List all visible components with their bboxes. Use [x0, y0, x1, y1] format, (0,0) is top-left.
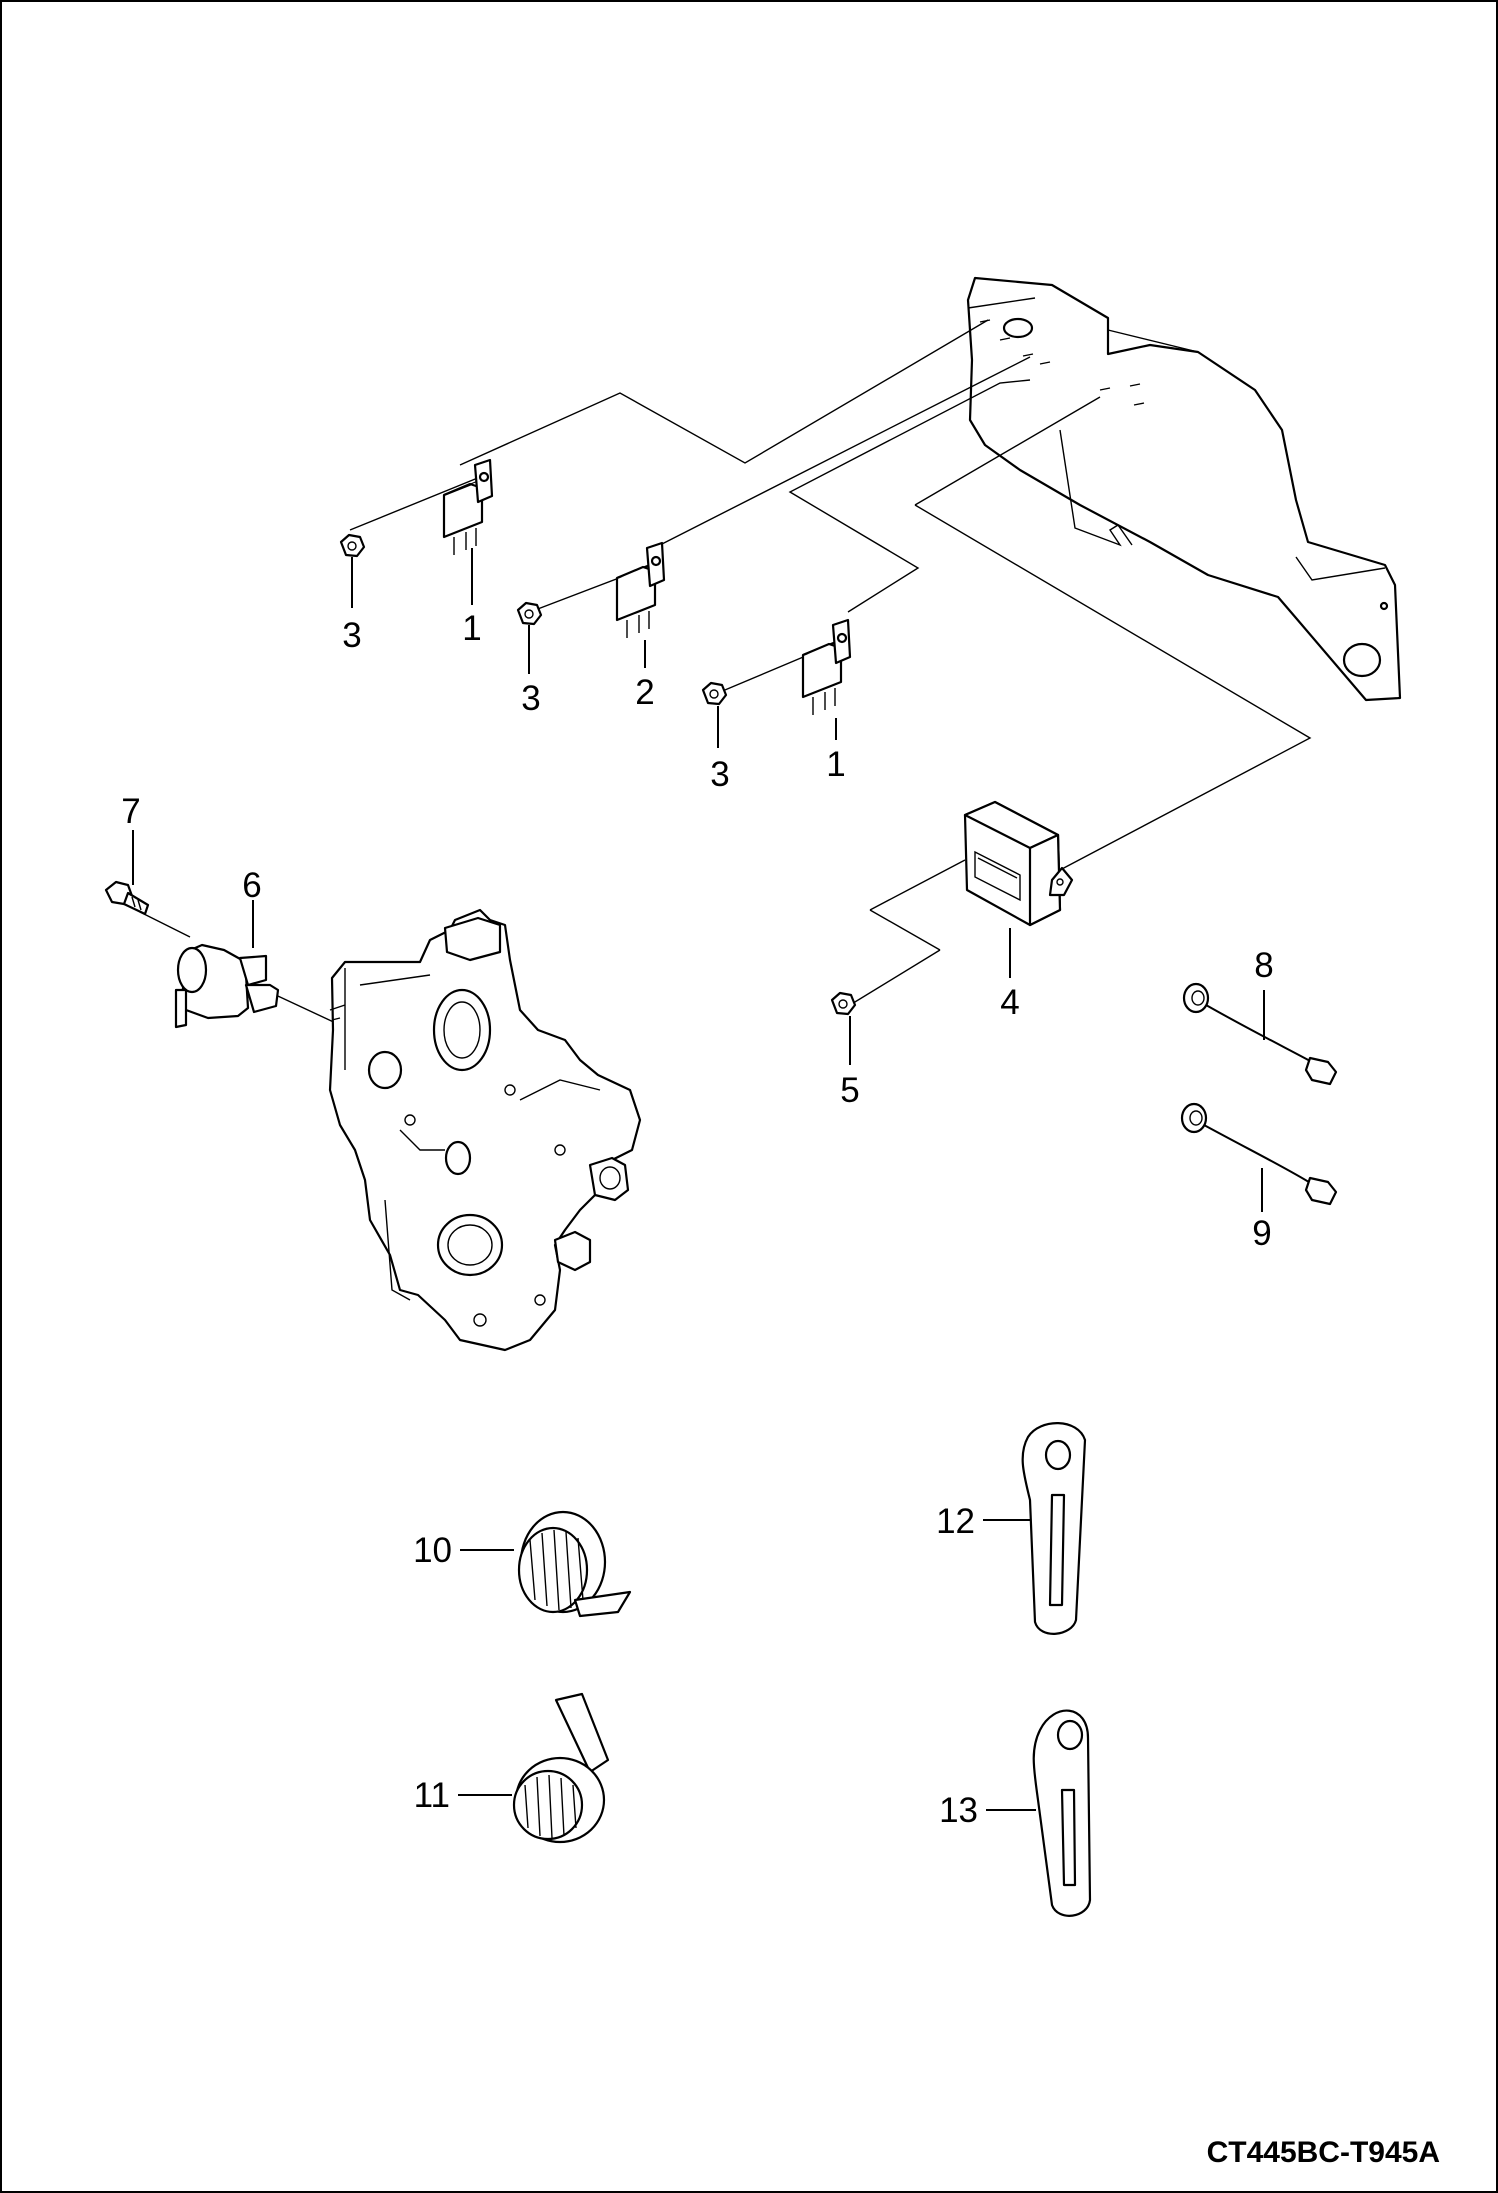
callout-7: 7 [121, 792, 140, 831]
relay-part-1-left [442, 458, 494, 555]
nut-part-5 [830, 991, 857, 1016]
callout-1-a: 1 [462, 609, 481, 648]
callout-8: 8 [1254, 946, 1273, 985]
callout-4: 4 [1000, 983, 1019, 1022]
callout-11: 11 [414, 1776, 450, 1815]
callout-9: 9 [1252, 1214, 1271, 1253]
callout-3-b: 3 [521, 679, 540, 718]
callout-2: 2 [635, 673, 654, 712]
nut-part-3-b [516, 601, 543, 626]
harness-part-8 [1182, 982, 1338, 1086]
band-clamp-part-11 [512, 1692, 610, 1844]
callout-6: 6 [242, 866, 261, 905]
engine-front-cover [328, 908, 642, 1352]
bracket-part-12 [1021, 1422, 1087, 1635]
relay-part-1-right [801, 618, 852, 715]
nut-part-3-a [339, 533, 366, 558]
callout-leaders [132, 548, 1265, 1811]
callout-labels: 3 1 3 2 3 1 4 5 6 7 8 9 10 11 12 13 [121, 609, 1273, 1830]
bolt-part-7 [104, 880, 150, 916]
bracket-part-13 [1032, 1709, 1092, 1917]
callout-12: 12 [936, 1502, 975, 1541]
mounting-plate [966, 276, 1402, 702]
assembly-lines [139, 319, 1312, 1026]
callout-5: 5 [840, 1071, 859, 1110]
callout-3-c: 3 [710, 755, 729, 794]
controller-unit-part-4 [963, 800, 1074, 927]
callout-3-a: 3 [342, 616, 361, 655]
drawing-code: CT445BC-T945A [1207, 2136, 1440, 2169]
callout-13: 13 [939, 1791, 978, 1830]
speed-sensor-part-6 [174, 943, 280, 1029]
band-clamp-part-10 [517, 1510, 632, 1618]
nut-part-3-c [701, 681, 728, 706]
callout-10: 10 [413, 1531, 452, 1570]
harness-part-9 [1180, 1102, 1338, 1206]
callout-1-b: 1 [826, 745, 845, 784]
relay-part-2 [615, 541, 666, 638]
